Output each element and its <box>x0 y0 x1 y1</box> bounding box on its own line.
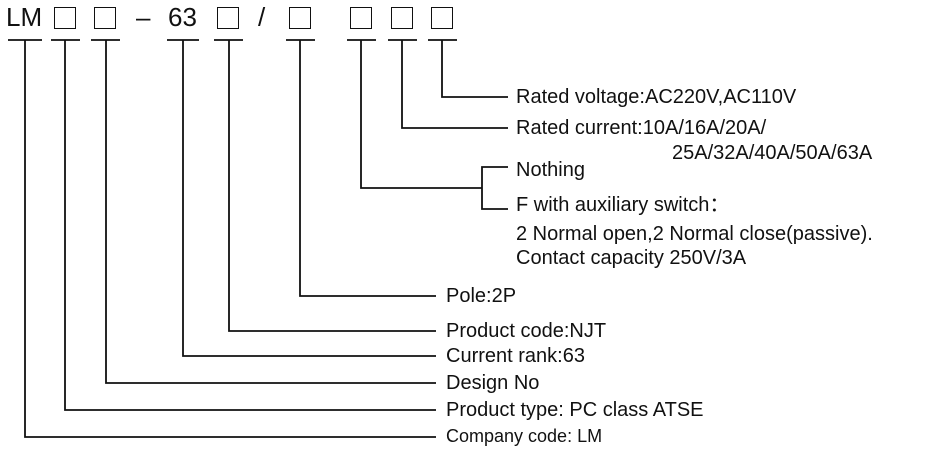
code-box-product-type <box>54 7 76 29</box>
label-rated-current-cont: 25A/32A/40A/50A/63A <box>672 142 873 164</box>
code-box-rated-voltage <box>431 7 453 29</box>
label-company-code: Company code: LM <box>446 426 603 446</box>
leader-company-code <box>24 40 436 438</box>
label-design-no: Design No <box>446 372 540 394</box>
label-rated-voltage: Rated voltage:AC220V,AC110V <box>516 86 797 108</box>
label-product-code: Product code:NJT <box>446 320 607 342</box>
code-prefix: LM <box>6 2 43 32</box>
code-box-aux-option <box>350 7 372 29</box>
leader-rated-voltage <box>441 40 508 98</box>
leader-current-rank <box>182 40 436 357</box>
label-nothing: Nothing <box>516 159 585 181</box>
code-current-rank: 63 <box>168 2 197 32</box>
leader-product-code <box>228 40 436 332</box>
code-box-rated-current <box>391 7 413 29</box>
label-product-type: Product type: PC class ATSE <box>446 399 704 421</box>
code-box-design-no <box>94 7 116 29</box>
code-dash: – <box>136 2 151 32</box>
label-aux-contacts: 2 Normal open,2 Normal close(passive). <box>516 223 873 245</box>
leader-aux-option <box>360 40 482 189</box>
leader-product-type <box>64 40 436 411</box>
code-slash: / <box>258 2 266 32</box>
label-pole: Pole:2P <box>446 285 517 307</box>
leader-design-no <box>105 40 436 384</box>
label-rated-current: Rated current:10A/16A/20A/ <box>516 117 767 139</box>
code-box-product-code <box>217 7 239 29</box>
label-contact-capacity: Contact capacity 250V/3A <box>516 247 747 269</box>
leader-pole <box>299 40 436 297</box>
code-box-pole <box>289 7 311 29</box>
label-aux-switch: F with auxiliary switch： <box>516 194 730 216</box>
label-current-rank: Current rank:63 <box>446 345 585 367</box>
leader-rated-current <box>401 40 508 129</box>
aux-option-bracket <box>481 166 508 210</box>
